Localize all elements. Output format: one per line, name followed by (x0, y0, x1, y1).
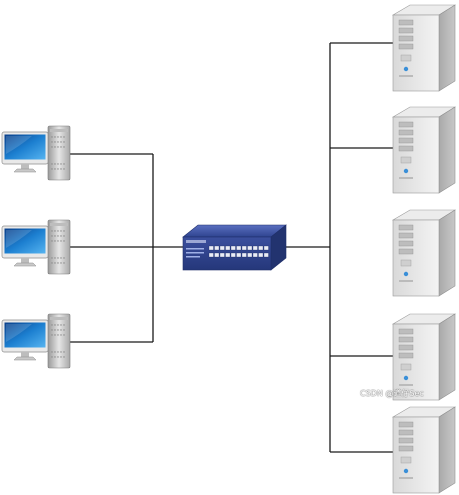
desktop-computer-icon (1, 313, 71, 369)
connection-lines (66, 42, 393, 453)
server-2 (392, 106, 456, 194)
workstation-3 (1, 313, 71, 369)
server-1 (392, 4, 456, 92)
server-5 (392, 406, 456, 494)
tower-server-icon (392, 106, 456, 194)
tower-server-icon (392, 406, 456, 494)
tower-server-icon (392, 209, 456, 297)
desktop-computer-icon (1, 219, 71, 275)
workstation-1 (1, 125, 71, 181)
watermark-text: CSDN @道仔Sec (360, 389, 424, 398)
desktop-computer-icon (1, 125, 71, 181)
network-switch (182, 224, 287, 271)
server-3 (392, 209, 456, 297)
network-switch-icon (182, 224, 287, 271)
tower-server-icon (392, 4, 456, 92)
workstation-2 (1, 219, 71, 275)
